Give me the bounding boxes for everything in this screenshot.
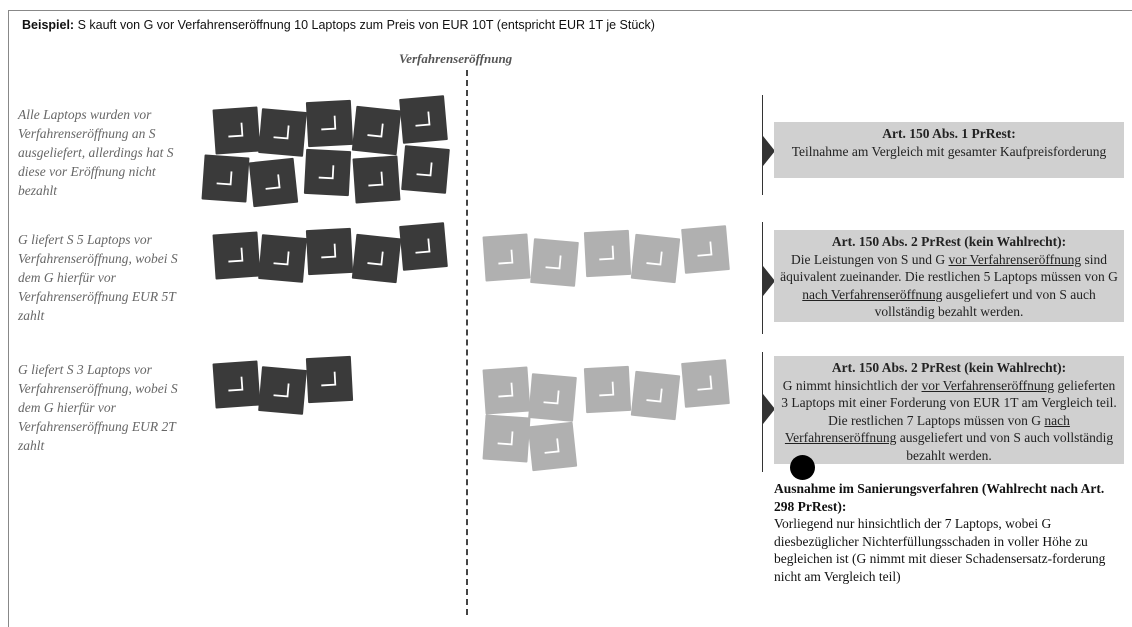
- result-phrase: G nimmt hinsichtlich der: [782, 377, 922, 393]
- laptop-delivered-icon: [351, 233, 402, 284]
- row-3-result-title: Art. 150 Abs. 2 PrRest (kein Wahlrecht):: [831, 360, 1067, 375]
- proceedings-opening-divider: [466, 70, 468, 615]
- example-label: Beispiel:: [22, 18, 75, 32]
- row-2-result-text: Die Leistungen von S und G vor Verfahren…: [780, 251, 1118, 321]
- laptop-delivered-icon: [212, 106, 261, 155]
- row-2-description: G liefert S 5 Laptops vor Verfahrenseröf…: [18, 232, 178, 323]
- row-2-result-box: Art. 150 Abs. 2 PrRest (kein Wahlrecht):…: [774, 230, 1124, 322]
- laptop-pending-icon: [681, 359, 730, 408]
- laptop-pending-icon: [681, 225, 730, 274]
- laptop-pending-icon: [482, 366, 531, 415]
- laptop-delivered-icon: [401, 145, 450, 194]
- underlined-phrase: nach Verfahrenseröffnung: [784, 412, 1070, 446]
- result-phrase: gelieferten 3 Laptops mit einer Forderun…: [781, 377, 1117, 428]
- laptop-pending-icon: [482, 233, 531, 282]
- laptop-delivered-icon: [305, 227, 354, 276]
- row-1-result-title: Art. 150 Abs. 1 PrRest:: [882, 126, 1016, 141]
- laptop-delivered-icon: [212, 360, 261, 409]
- laptop-pending-icon: [583, 229, 632, 278]
- row-1-arrow-icon: [763, 136, 775, 166]
- row-3-bracket: [762, 352, 763, 472]
- laptop-delivered-icon: [303, 148, 352, 197]
- laptop-delivered-icon: [258, 108, 307, 157]
- laptop-pending-icon: [527, 421, 578, 472]
- example-text: S kauft von G vor Verfahrenseröffnung 10…: [74, 18, 655, 32]
- exception-text: Vorliegend nur hinsichtlich der 7 Laptop…: [774, 516, 1106, 584]
- row-1-description: Alle Laptops wurden vor Verfahrenseröffn…: [18, 107, 174, 198]
- result-phrase: Die Leistungen von S und G: [791, 251, 949, 267]
- example-header: Beispiel: S kauft von G vor Verfahrenser…: [22, 18, 655, 32]
- result-phrase: Teilnahme am Vergleich mit gesamter Kauf…: [791, 143, 1107, 159]
- laptop-pending-icon: [530, 238, 579, 287]
- row-3-result-text: G nimmt hinsichtlich der vor Verfahrense…: [780, 377, 1118, 465]
- laptop-delivered-icon: [305, 99, 354, 148]
- laptop-pending-icon: [583, 365, 632, 414]
- row-3-description: G liefert S 3 Laptops vor Verfahrenseröf…: [18, 362, 178, 453]
- bullet-dot: [790, 455, 815, 480]
- underlined-phrase: vor Verfahrenseröffnung: [921, 377, 1055, 393]
- result-phrase: ausgeliefert und von S auch vollständig …: [874, 286, 1096, 320]
- laptop-delivered-icon: [305, 355, 354, 404]
- row-1-result-text: Teilnahme am Vergleich mit gesamter Kauf…: [780, 143, 1118, 161]
- result-phrase: ausgeliefert und von S auch vollständig …: [896, 430, 1114, 463]
- row-3-result-box: Art. 150 Abs. 2 PrRest (kein Wahlrecht):…: [774, 356, 1124, 464]
- laptop-delivered-icon: [399, 95, 448, 144]
- row-2-arrow-icon: [763, 266, 775, 296]
- row-2-result-title: Art. 150 Abs. 2 PrRest (kein Wahlrecht):: [831, 234, 1067, 249]
- laptop-pending-icon: [482, 414, 531, 463]
- laptop-pending-icon: [630, 233, 681, 284]
- row-2-bracket: [762, 222, 763, 334]
- row-3-arrow-icon: [763, 394, 775, 424]
- exception-note: Ausnahme im Sanierungsverfahren (Wahlrec…: [774, 480, 1124, 585]
- result-phrase: sind äquivalent zueinander. Die restlich…: [780, 251, 1118, 285]
- exception-title: Ausnahme im Sanierungsverfahren (Wahlrec…: [774, 481, 1105, 514]
- underlined-phrase: vor Verfahrenseröffnung: [948, 251, 1082, 267]
- laptop-delivered-icon: [212, 231, 261, 280]
- divider-label: Verfahrenseröffnung: [399, 51, 513, 66]
- laptop-delivered-icon: [399, 222, 448, 271]
- diagram-frame: [8, 10, 1132, 627]
- laptop-delivered-icon: [351, 105, 402, 156]
- laptop-delivered-icon: [258, 234, 307, 283]
- laptop-delivered-icon: [352, 155, 401, 204]
- laptop-delivered-icon: [201, 154, 250, 203]
- underlined-phrase: nach Verfahrenseröffnung: [802, 286, 943, 302]
- laptop-delivered-icon: [258, 366, 307, 415]
- row-1-bracket: [762, 95, 763, 195]
- row-1-result-box: Art. 150 Abs. 1 PrRest: Teilnahme am Ver…: [774, 122, 1124, 178]
- laptop-pending-icon: [630, 370, 681, 421]
- laptop-pending-icon: [528, 373, 577, 422]
- laptop-delivered-icon: [248, 157, 299, 208]
